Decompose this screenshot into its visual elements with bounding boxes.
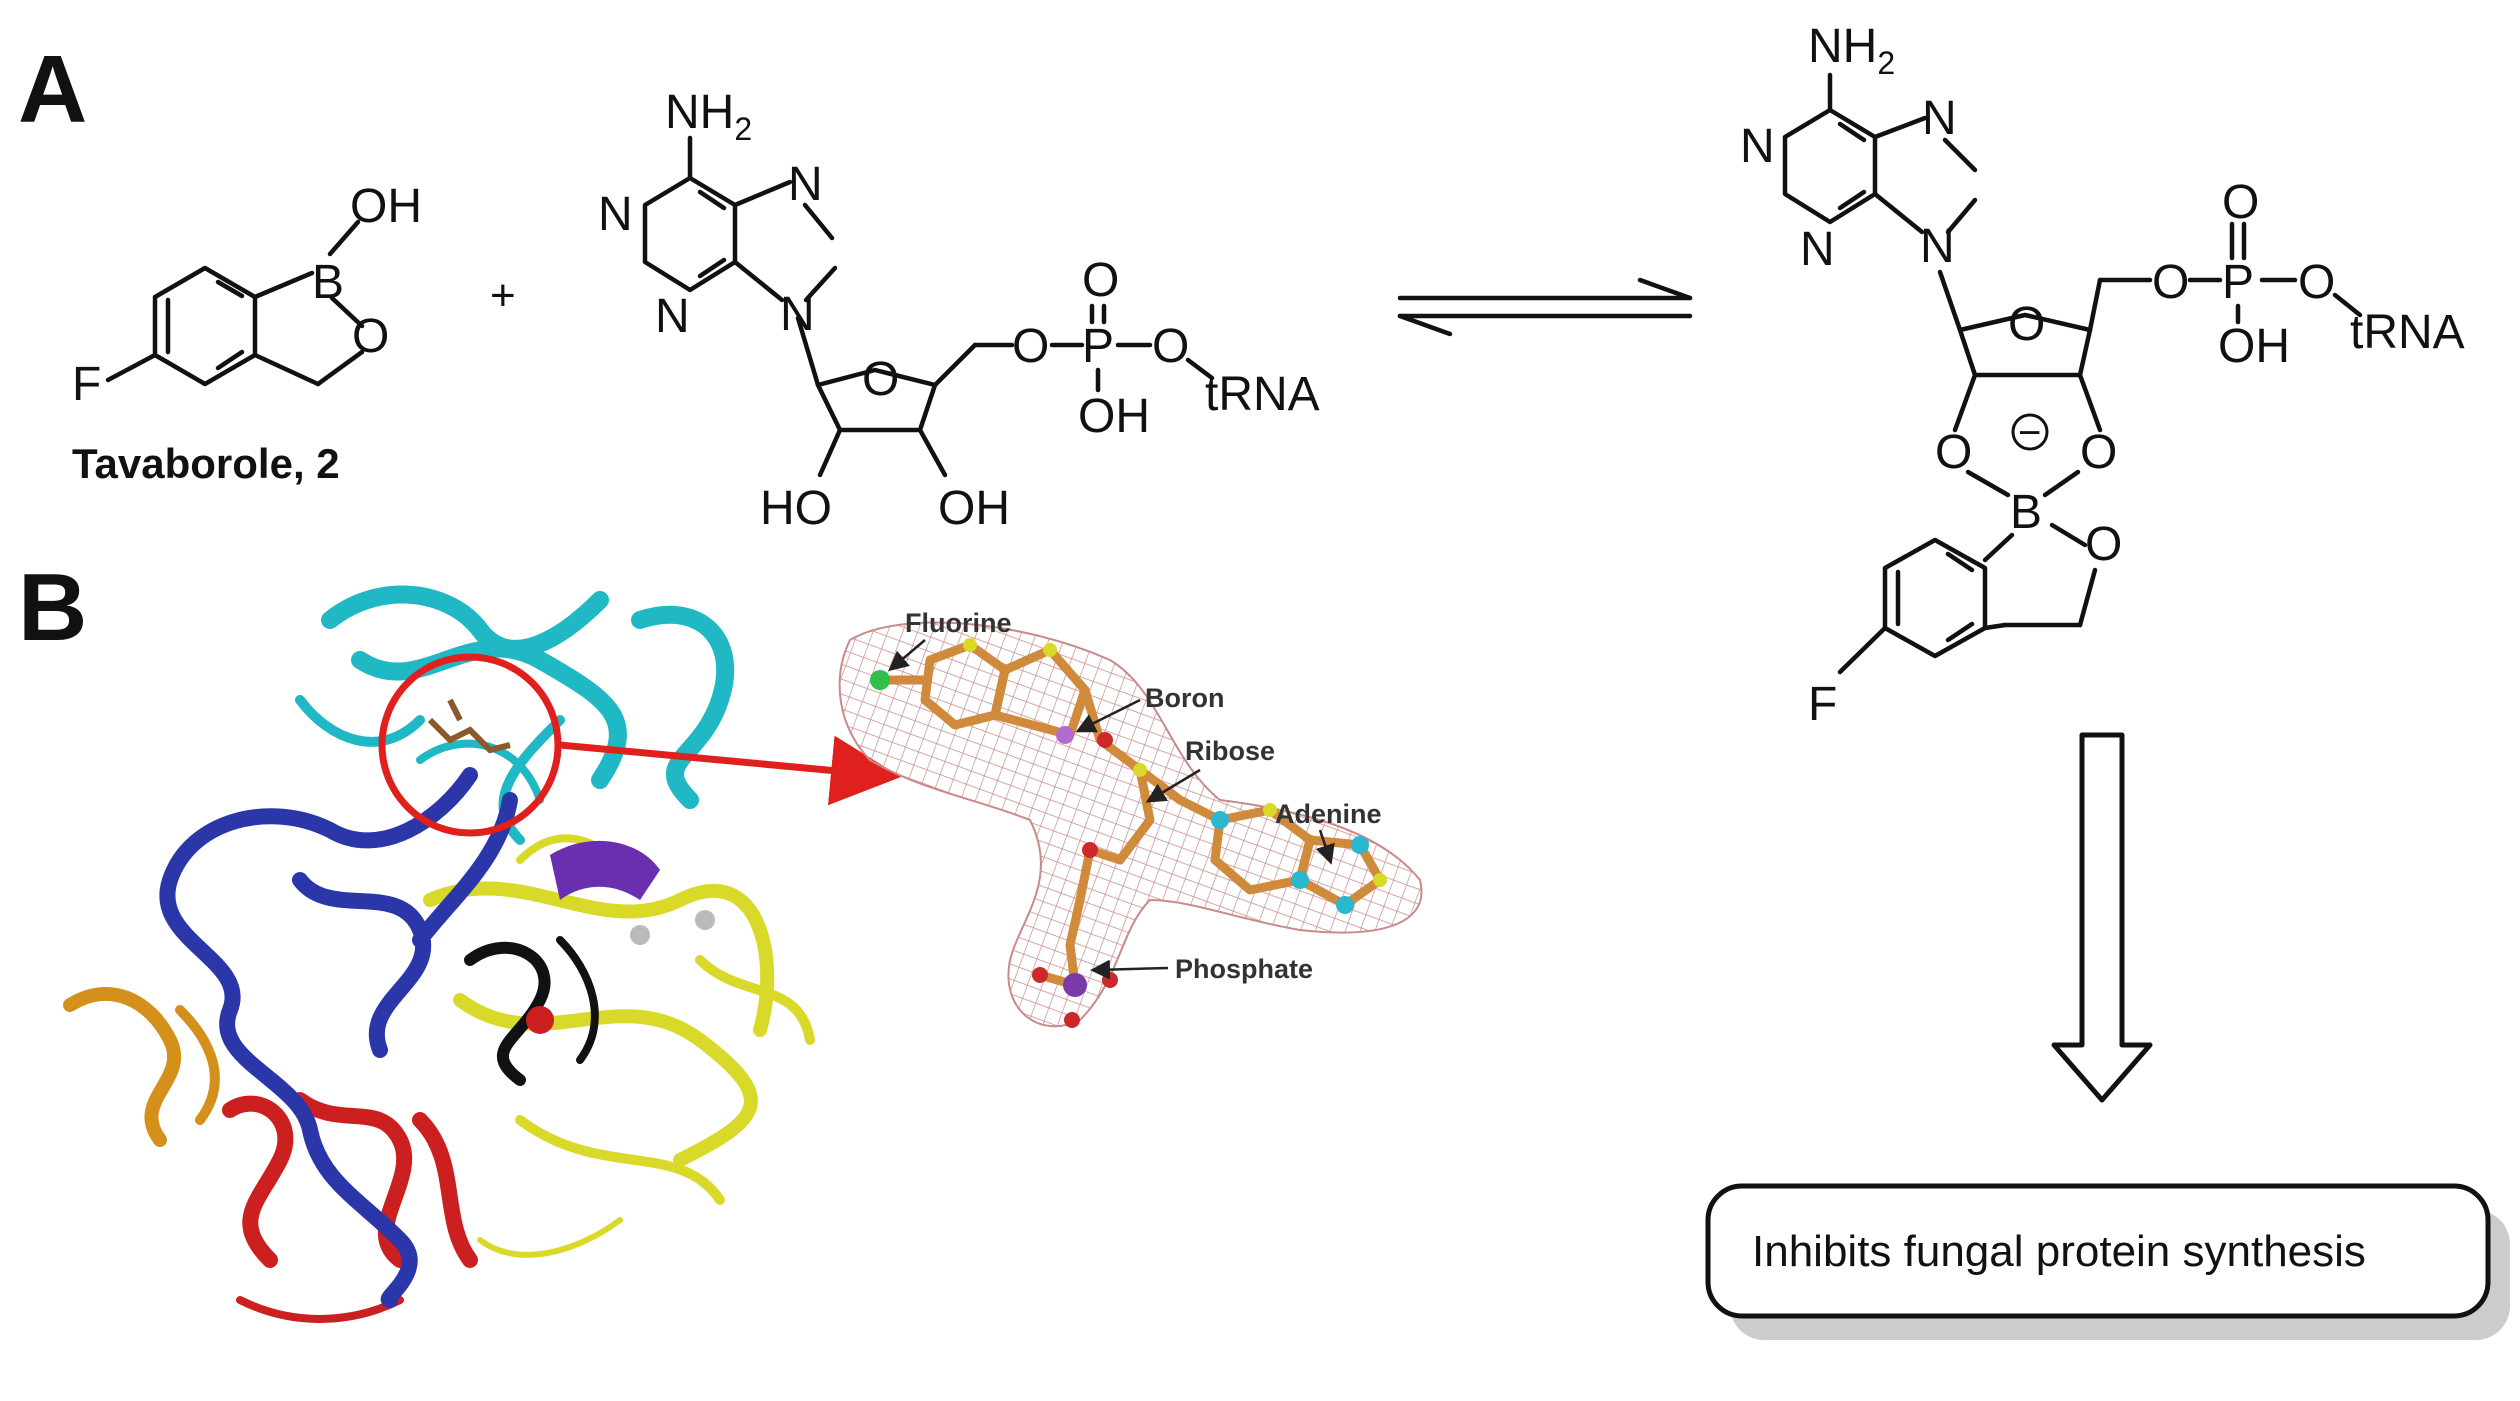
zoom-arrow [559,735,901,806]
atom-ho: HO [760,482,832,535]
electron-density-inset: Fluorine Boron Ribose Adenine Phosphate [838,608,1423,1028]
ligand-sticks [427,698,511,754]
down-arrow [2051,732,2153,1103]
atom-f: F [72,358,101,411]
protein-structure-illustration [63,585,901,1323]
tavaborole-structure: B OH O F [72,180,422,411]
atom-p: P [2222,256,2254,309]
label-adenine: Adenine [1275,799,1382,829]
atom-o: O [2080,426,2117,479]
atom-o: O [862,353,899,406]
atom-b: B [312,256,344,309]
atom-oh: OH [2218,320,2290,373]
orange-domain [63,987,220,1147]
black-domain [464,936,599,1086]
atom-o: O [1152,320,1189,373]
pointer-adenine [1315,829,1335,865]
atom-o: O [1012,320,1049,373]
pointer-ribose [1145,768,1201,803]
atom-b: B [2010,486,2042,539]
pointer-fluorine [888,639,926,672]
atom-trna: tRNA [1205,368,1320,421]
atom-nh2: NH2 [665,86,752,147]
pointer-phosphate [1090,959,1169,980]
atom-o: O [2298,256,2335,309]
atom-p: P [1082,320,1114,373]
red-atom-cluster [526,1006,554,1034]
atom-f: F [1808,678,1837,731]
equilibrium-arrows [1397,277,1693,337]
atom-n: N [655,290,690,343]
yellow-domain [423,834,815,1258]
atom-n: N [598,188,633,241]
atom-n: N [780,288,815,341]
red-domain [222,1092,478,1323]
atom-o: O [2085,518,2122,571]
atom-n: N [1740,120,1775,173]
charge-minus: − [2018,411,2041,455]
grey-atom [630,925,650,945]
adenosine-trna-structure: NH2 N N N N O HO OH O P O OH O tRNA [598,86,1320,535]
ligand-atoms [870,638,1387,1028]
purple-domain [550,840,660,900]
atom-trna: tRNA [2350,306,2465,359]
panel-label-a: A [18,36,87,143]
binding-site-highlight [378,653,562,837]
label-phosphate: Phosphate [1175,954,1313,984]
outcome-text: Inhibits fungal protein synthesis [1752,1227,2366,1276]
density-mesh [838,621,1423,1028]
atom-n: N [1800,223,1835,276]
plus-sign: + [490,271,516,320]
atom-o: O [2222,176,2259,229]
label-fluorine: Fluorine [905,608,1012,638]
atom-n: N [1920,220,1955,273]
atom-nh2: NH2 [1808,20,1895,81]
atom-n: N [788,158,823,211]
atom-oh: OH [1078,390,1150,443]
label-boron: Boron [1145,683,1224,713]
adduct-structure: NH2 N N N N O O O B − O F [1740,20,2465,731]
atom-oh: OH [938,482,1010,535]
panel-label-b: B [18,554,87,661]
atom-o: O [1082,254,1119,307]
label-ribose: Ribose [1185,736,1275,766]
atom-n: N [1922,92,1957,145]
grey-atom [695,910,715,930]
trna-backbone [159,767,518,1308]
outcome-box: Inhibits fungal protein synthesis [1705,1183,2500,1328]
tavaborole-caption: Tavaborole, 2 [72,440,340,487]
atom-o: O [2152,256,2189,309]
atom-o: O [1935,426,1972,479]
atom-oh: OH [350,180,422,233]
cyan-domain [295,585,735,845]
pointer-boron [1075,698,1141,733]
atom-o: O [352,310,389,363]
atom-o: O [2008,298,2045,351]
